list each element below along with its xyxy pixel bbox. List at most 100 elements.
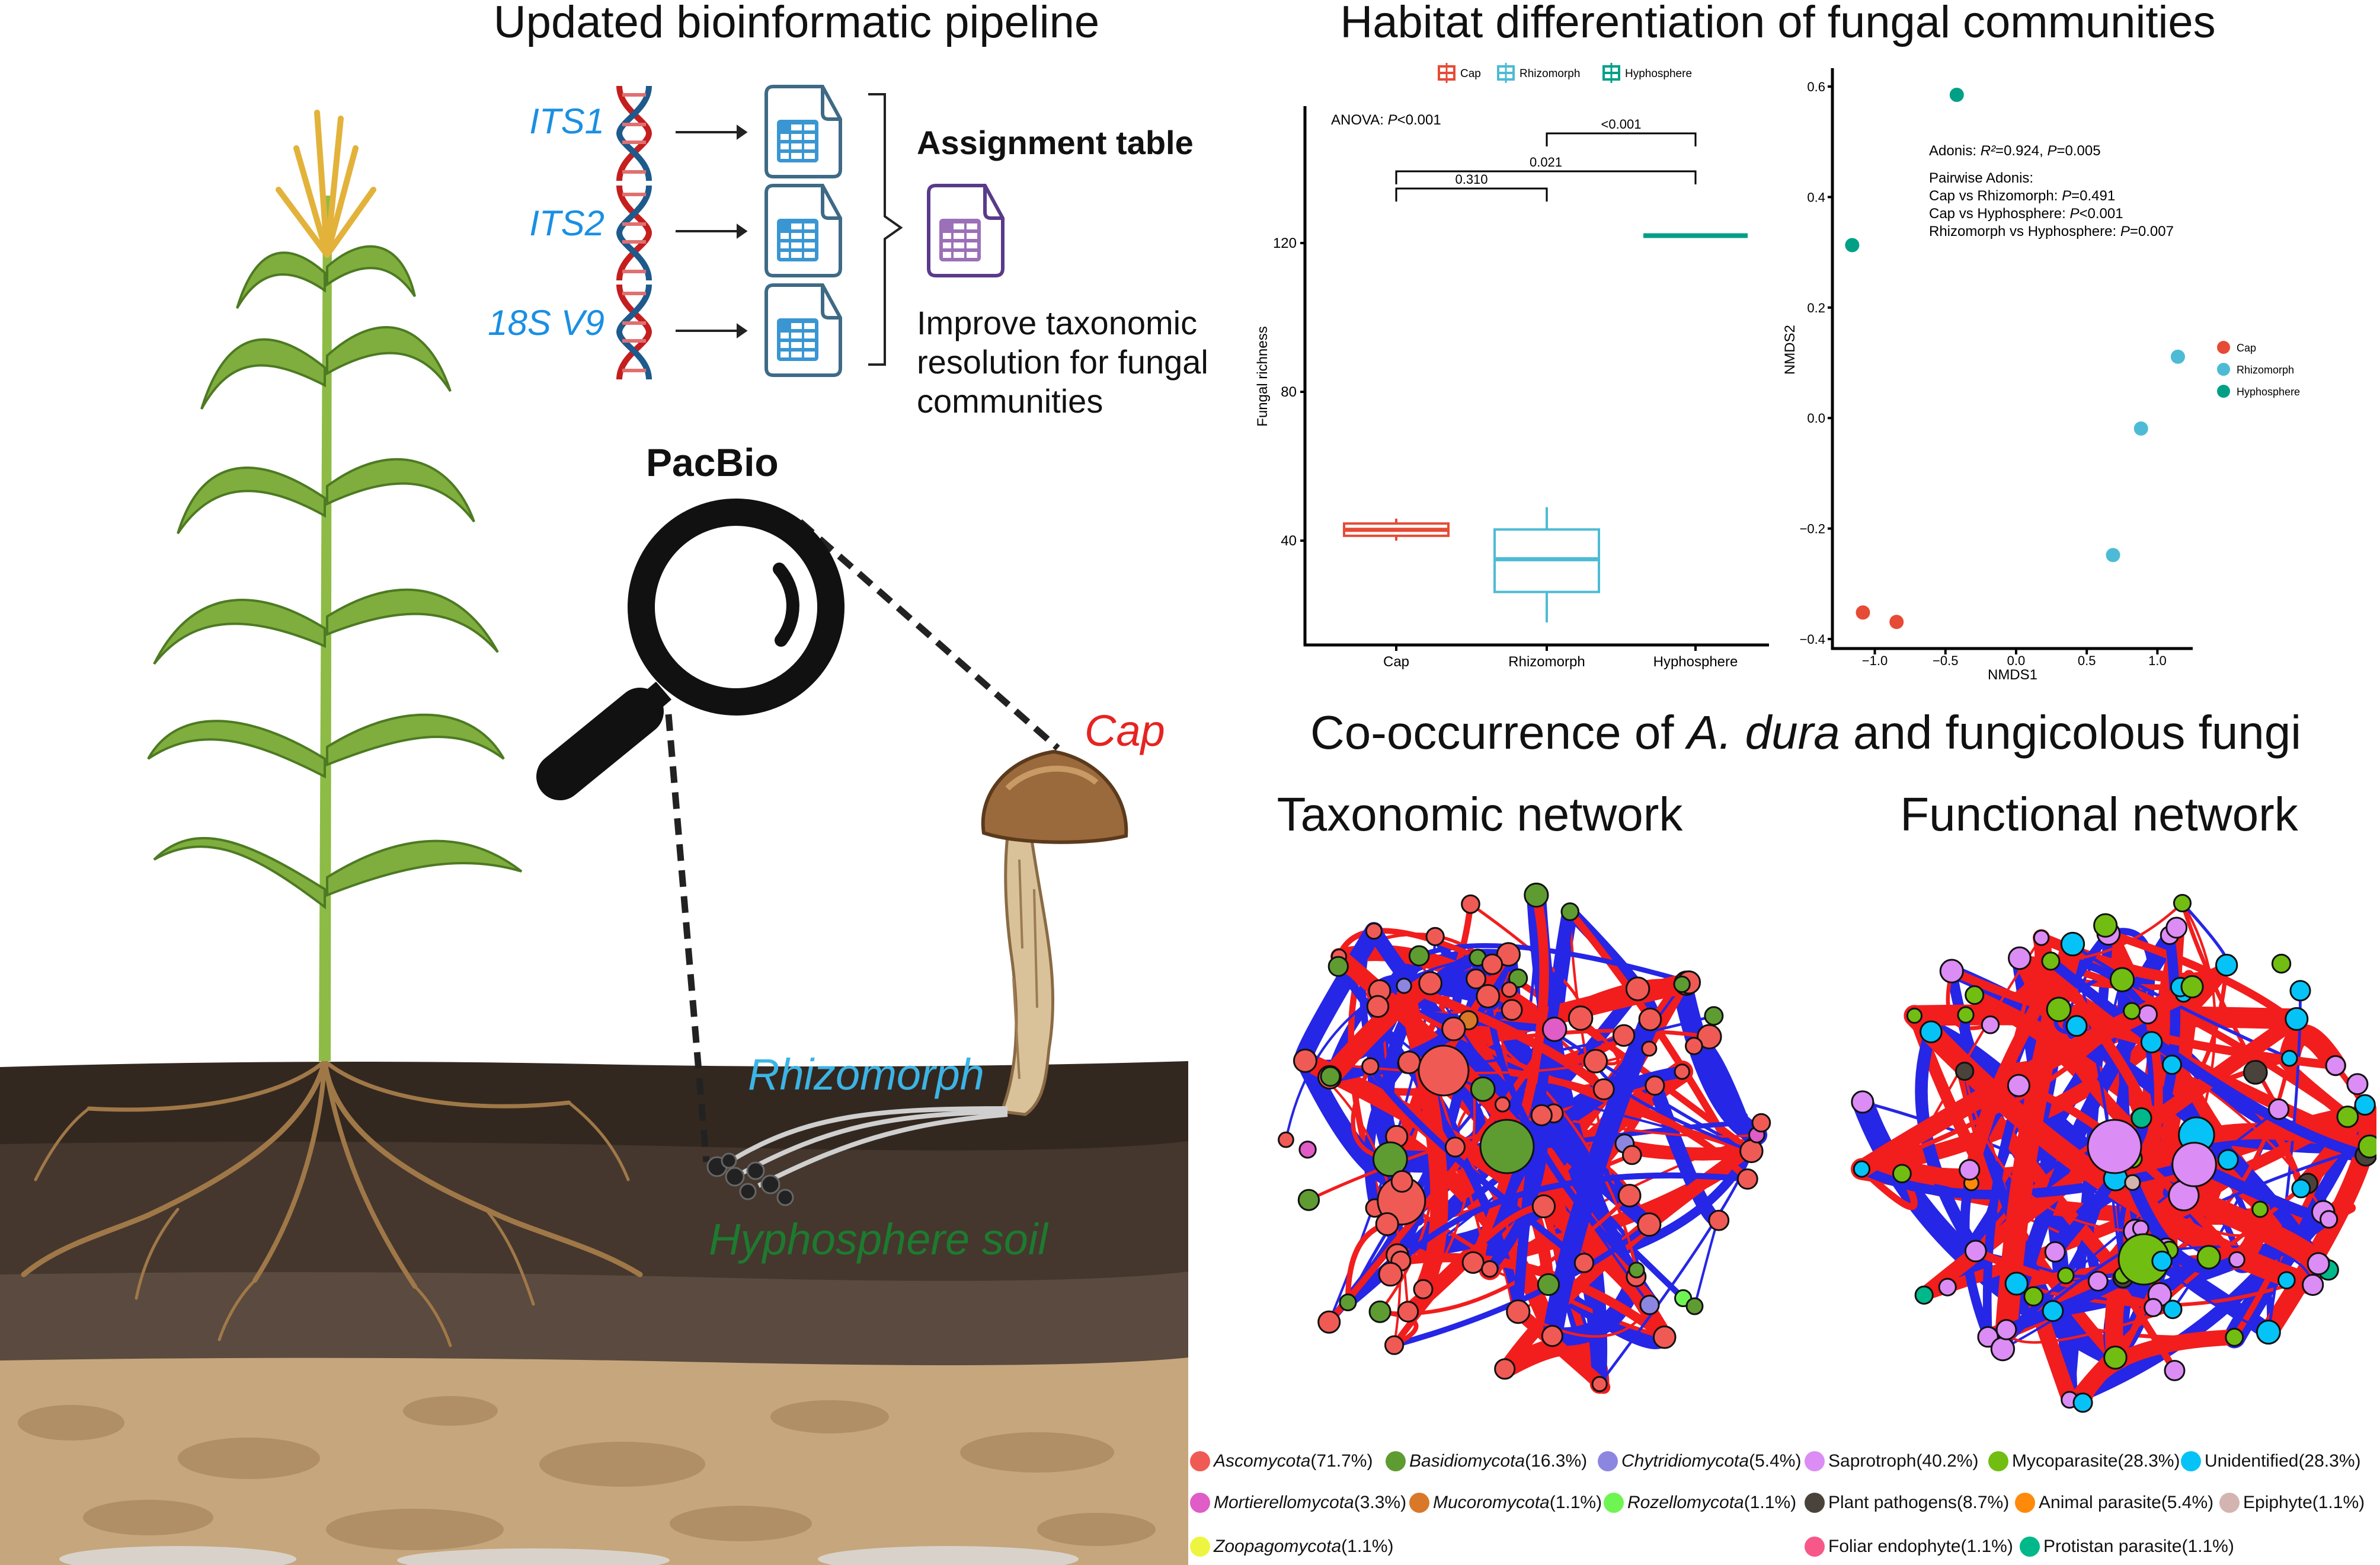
- comparison-p-value: 0.021: [1530, 155, 1562, 170]
- y-tick-label: 120: [1273, 235, 1297, 251]
- network-node: [1637, 1212, 1662, 1237]
- nodes: [1851, 893, 2376, 1413]
- network-node: [1674, 1063, 1691, 1080]
- y-tick-label: −0.4: [1800, 632, 1825, 647]
- comparison-bracket: [1395, 170, 1697, 184]
- point-hyphosphere: [1949, 87, 1964, 102]
- legend-item: Mucoromycota (1.1%): [1409, 1493, 1602, 1513]
- network-node: [2093, 913, 2118, 938]
- network-node: [1628, 1261, 1645, 1279]
- point-cap: [1889, 615, 1904, 630]
- rhizomorph-strands: [727, 1106, 1008, 1188]
- adonis-label: Adonis:: [1929, 143, 1981, 159]
- network-node: [1481, 1260, 1499, 1278]
- network-node: [2302, 1273, 2324, 1296]
- legend-label: Cap: [2237, 342, 2256, 354]
- network-node: [1541, 1325, 1563, 1347]
- network-node: [1652, 1325, 1677, 1349]
- legend-dot-icon: [2020, 1537, 2040, 1557]
- legend-dot-icon: [1190, 1493, 1210, 1513]
- network-edge: [2073, 1022, 2305, 1192]
- legend-item: Ascomycota (71.7%): [1190, 1451, 1373, 1471]
- legend-item: Unidentified (28.3%): [2181, 1451, 2360, 1471]
- network-node: [1297, 1189, 1320, 1211]
- network-node: [1278, 1131, 1294, 1148]
- anova-annotation: ANOVA: P<0.001: [1331, 112, 1441, 128]
- anova-value: <0.001: [1397, 112, 1441, 128]
- pair-value: =0.491: [2071, 188, 2115, 204]
- network-edge: [1391, 1203, 1547, 1349]
- functional-network: [1851, 893, 2376, 1413]
- network-hub-node: [1479, 1119, 1535, 1174]
- corn-roots: [21, 1058, 643, 1347]
- network-node: [1573, 1253, 1595, 1273]
- legend-dot-icon: [2219, 1493, 2240, 1513]
- legend-label: Rhizomorph: [2237, 364, 2294, 376]
- network-node: [1425, 927, 1445, 946]
- network-edge: [1395, 976, 1448, 1298]
- network-node: [1378, 1261, 1403, 1287]
- adonis-r2: R²: [1981, 143, 1996, 159]
- legend-item: Protistan parasite (1.1%): [2020, 1537, 2234, 1557]
- legend-name: Foliar endophyte: [1828, 1537, 1961, 1556]
- pair-p: P: [2069, 206, 2079, 222]
- legend-percent: (5.4%): [2161, 1493, 2214, 1512]
- network-edge: [1969, 935, 2043, 1186]
- corn-plant: [147, 110, 523, 1061]
- legend-percent: (28.3%): [2298, 1451, 2361, 1471]
- network-node: [2042, 1300, 2064, 1322]
- adonis-p: P: [2047, 143, 2056, 159]
- network-node: [2041, 951, 2061, 971]
- network-node: [2325, 1055, 2346, 1077]
- network-edge: [1329, 1014, 1716, 1078]
- network-edge: [1416, 943, 1692, 985]
- network-node: [1361, 1057, 1380, 1075]
- network-edge: [1693, 1216, 1720, 1308]
- y-axis-label: Fungal richness: [1255, 326, 1271, 426]
- adonis-result: Adonis: R²=0.924, P=0.005: [1929, 143, 2101, 159]
- pair-p: P: [2062, 188, 2071, 204]
- x-tick-label: Hyphosphere: [1653, 654, 1738, 670]
- network-node: [1696, 1024, 1722, 1050]
- network-node: [2138, 1004, 2158, 1024]
- legend-item: Epiphyte (1.1%): [2219, 1493, 2365, 1513]
- marker-its1: ITS1: [529, 101, 604, 141]
- network-node: [2173, 893, 2192, 913]
- network-edge: [2161, 1260, 2270, 1334]
- network-node: [1397, 1050, 1421, 1075]
- legend-percent: (1.1%): [2181, 1537, 2234, 1556]
- network-node: [1418, 1045, 1470, 1097]
- nmds-plot: NMDS1 NMDS2 Adonis: R²=0.924, P=0.005 Pa…: [1782, 68, 2300, 683]
- network-node: [1372, 1141, 1408, 1177]
- y-tick-label: 40: [1281, 533, 1297, 549]
- point-rhizomorph: [2170, 349, 2185, 364]
- cooccurrence-prefix: Co-occurrence of: [1310, 706, 1687, 759]
- network-node: [2008, 946, 2032, 970]
- legend-percent: (5.4%): [1749, 1451, 1802, 1471]
- legend-dot-icon: [2181, 1451, 2201, 1471]
- network-node: [1645, 1075, 1665, 1096]
- magnifier-icon: [536, 499, 844, 800]
- network-node: [1638, 1007, 1662, 1031]
- network-node: [1524, 882, 1549, 908]
- network-node: [1851, 1090, 1874, 1114]
- x-tick-label: −1.0: [1862, 653, 1888, 668]
- network-node: [1298, 1141, 1317, 1159]
- network-node: [1954, 1061, 1975, 1081]
- network-node: [1981, 1015, 2000, 1034]
- legend-dot-icon: [1190, 1537, 1210, 1557]
- pair-p: P: [2120, 223, 2130, 239]
- adonis-r2-value: =0.924,: [1995, 143, 2047, 159]
- legend-dot-icon: [1988, 1451, 2008, 1471]
- legend-label: Cap: [1460, 68, 1481, 80]
- network-node: [1317, 1310, 1341, 1334]
- x-tick-label: −0.5: [1933, 653, 1958, 668]
- network-edge: [1972, 1247, 2177, 1314]
- dashed-lines: [665, 519, 1060, 1162]
- improve-line: resolution for fungal: [917, 343, 1208, 381]
- network-node: [1995, 1319, 2017, 1340]
- network-node: [1625, 976, 1650, 1001]
- legend-dot-icon: [1805, 1493, 1825, 1513]
- network-node: [1413, 1279, 1434, 1299]
- network-edge: [2062, 1098, 2372, 1407]
